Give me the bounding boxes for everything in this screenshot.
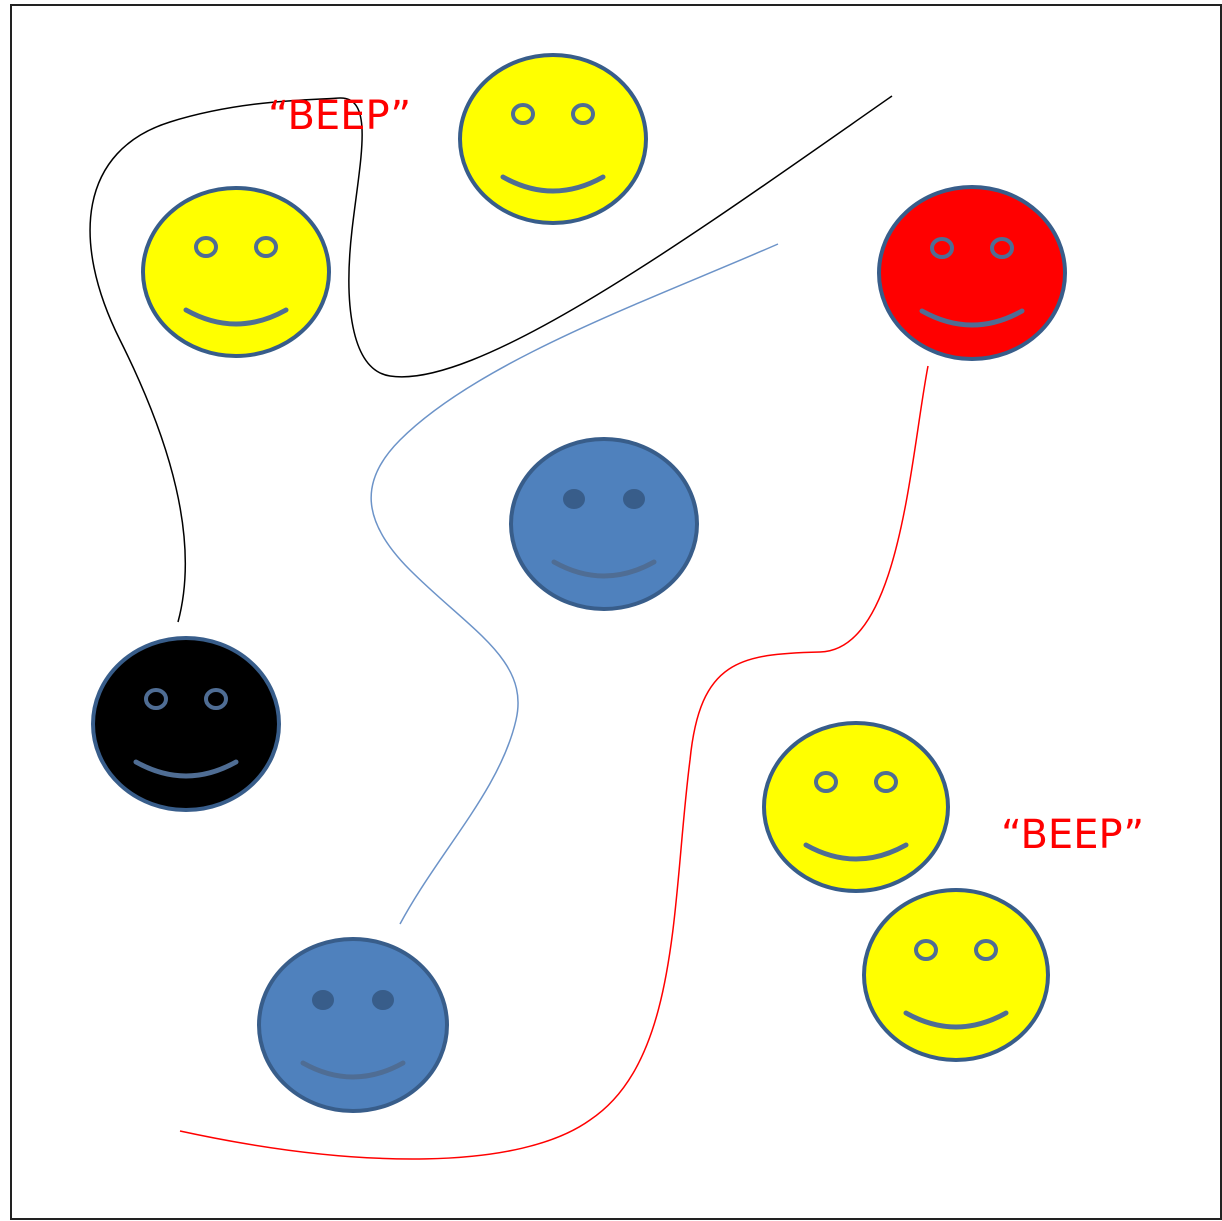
left-eye [563, 489, 585, 509]
face-blue-bottom [257, 937, 449, 1113]
face-circle [141, 186, 331, 358]
smile-mouth [183, 307, 289, 327]
smile-mouth [551, 559, 657, 579]
face-circle [862, 888, 1050, 1062]
left-eye [511, 103, 535, 125]
beep-label-top: “BEEP” [268, 93, 412, 139]
right-eye [571, 103, 595, 125]
left-eye [814, 771, 838, 793]
left-eye [144, 688, 168, 710]
face-circle [509, 437, 699, 611]
right-eye [990, 237, 1014, 259]
right-eye [974, 939, 998, 961]
left-eye [312, 990, 334, 1010]
smile-mouth [300, 1060, 406, 1080]
black-path [89, 95, 893, 623]
blue-path [370, 243, 779, 925]
smile-mouth [919, 308, 1025, 328]
right-eye [372, 990, 394, 1010]
smile-mouth [500, 174, 606, 194]
right-eye [254, 236, 278, 258]
face-red [877, 185, 1067, 361]
face-circle [458, 53, 648, 225]
left-eye [194, 236, 218, 258]
face-black [91, 636, 281, 812]
frame-border [10, 4, 1222, 1220]
right-eye [874, 771, 898, 793]
right-eye [204, 688, 228, 710]
red-path [179, 365, 929, 1160]
beep-label-right: “BEEP” [1001, 812, 1145, 858]
face-yellow-right-upper [762, 721, 950, 893]
right-eye [623, 489, 645, 509]
face-circle [91, 636, 281, 812]
face-yellow-top [458, 53, 648, 225]
face-circle [762, 721, 950, 893]
face-yellow-left [141, 186, 331, 358]
smile-mouth [803, 842, 909, 862]
face-circle [257, 937, 449, 1113]
face-yellow-right-lower [862, 888, 1050, 1062]
face-circle [877, 185, 1067, 361]
smile-mouth [133, 759, 239, 779]
smile-mouth [903, 1010, 1009, 1030]
left-eye [914, 939, 938, 961]
face-blue-center [509, 437, 699, 611]
left-eye [930, 237, 954, 259]
